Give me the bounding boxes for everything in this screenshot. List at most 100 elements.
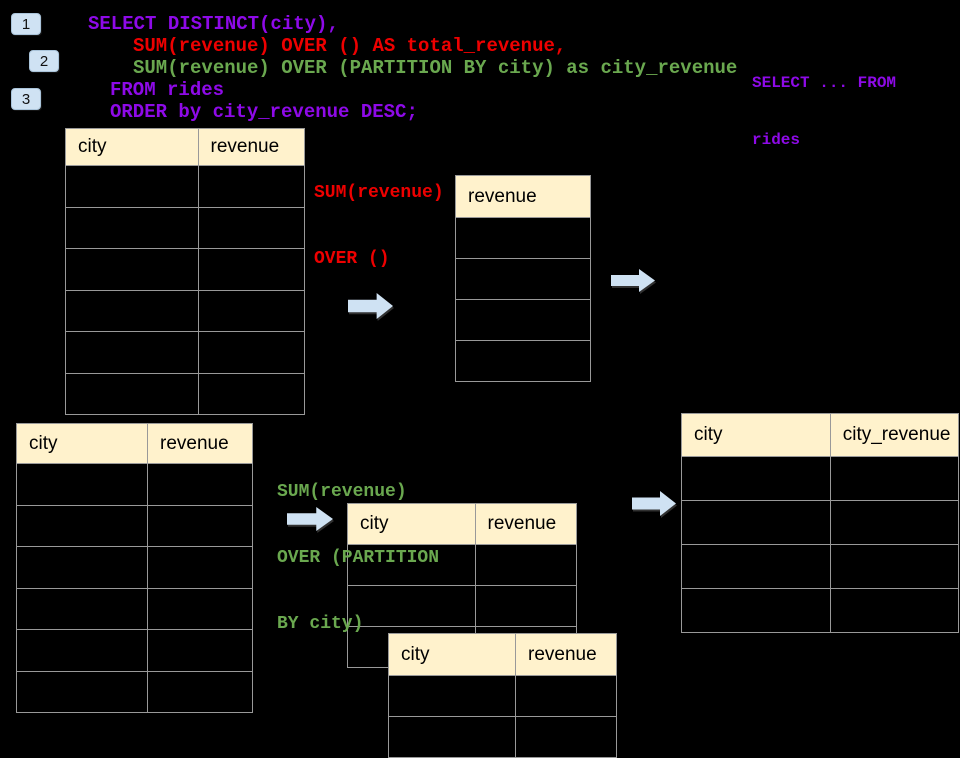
total-note-line2: OVER () xyxy=(314,249,390,269)
empty-cell xyxy=(65,331,199,374)
empty-cell xyxy=(681,544,831,589)
empty-cell xyxy=(197,206,305,249)
table-row xyxy=(347,585,577,627)
empty-cell xyxy=(65,372,199,415)
table-row xyxy=(65,289,305,332)
empty-cell xyxy=(147,546,253,589)
table-row xyxy=(65,165,305,208)
empty-cell xyxy=(474,544,577,586)
partition-by-note: SUM(revenue) OVER (PARTITION BY city) xyxy=(277,437,439,657)
empty-cell xyxy=(16,629,148,672)
empty-cell xyxy=(474,585,577,627)
partition-note-line3: BY city) xyxy=(277,614,364,634)
empty-cell xyxy=(455,258,591,300)
table-row xyxy=(455,217,591,259)
table-row xyxy=(16,670,253,713)
empty-cell xyxy=(455,340,591,382)
empty-cell xyxy=(388,716,516,758)
empty-cell xyxy=(147,504,253,547)
from-note-line2: rides xyxy=(752,131,801,149)
table-row xyxy=(65,248,305,291)
empty-cell xyxy=(16,463,148,506)
column-header: city xyxy=(347,503,476,545)
column-header: revenue xyxy=(197,128,305,166)
empty-cell xyxy=(65,206,199,249)
empty-cell xyxy=(197,372,305,415)
column-header: city xyxy=(681,413,831,457)
empty-cell xyxy=(829,544,960,589)
empty-cell xyxy=(65,289,199,332)
table-row xyxy=(455,258,591,300)
empty-cell xyxy=(515,716,617,758)
column-header: city xyxy=(65,128,199,166)
table-row xyxy=(681,544,960,589)
step-badge-3: 3 xyxy=(11,88,41,110)
table-row xyxy=(16,463,253,506)
step-badge-2: 2 xyxy=(29,50,59,72)
table-row xyxy=(388,716,617,758)
empty-cell xyxy=(455,217,591,259)
partition-note-line1: SUM(revenue) xyxy=(277,482,407,502)
table-row xyxy=(681,456,960,501)
sql-line-select: SELECT DISTINCT(city), xyxy=(88,13,339,35)
table-row xyxy=(455,340,591,382)
total-note-line1: SUM(revenue) xyxy=(314,183,444,203)
empty-cell xyxy=(147,629,253,672)
empty-cell xyxy=(829,588,960,633)
arrow-right-icon xyxy=(632,491,676,516)
slide-canvas: { "colors": { "background": "#000000", "… xyxy=(11,13,960,758)
empty-cell xyxy=(16,670,148,713)
table-row xyxy=(455,299,591,341)
table-row xyxy=(388,675,617,717)
empty-cell xyxy=(681,500,831,545)
table-row xyxy=(16,504,253,547)
table-row xyxy=(16,629,253,672)
table-row xyxy=(681,500,960,545)
empty-cell xyxy=(829,456,960,501)
arrow-right-icon xyxy=(287,507,333,531)
empty-cell xyxy=(16,587,148,630)
column-header: revenue xyxy=(474,503,577,545)
table-row xyxy=(16,587,253,630)
column-header: city xyxy=(16,423,148,464)
arrow-right-icon xyxy=(611,269,655,292)
total-revenue-note: SUM(revenue) OVER () xyxy=(314,138,444,292)
empty-cell xyxy=(681,588,831,633)
sql-line-from: FROM rides xyxy=(110,79,225,101)
empty-cell xyxy=(65,165,199,208)
empty-cell xyxy=(197,248,305,291)
total-revenue-result-table: revenue xyxy=(455,175,591,382)
empty-cell xyxy=(197,331,305,374)
column-header: city xyxy=(388,633,516,676)
column-header: revenue xyxy=(147,423,253,464)
column-header: revenue xyxy=(455,175,591,218)
arrow-right-icon xyxy=(348,293,393,319)
empty-cell xyxy=(515,675,617,717)
table-row xyxy=(16,546,253,589)
empty-cell xyxy=(147,670,253,713)
sql-line-partition: SUM(revenue) OVER (PARTITION BY city) as… xyxy=(133,57,738,79)
empty-cell xyxy=(455,299,591,341)
table-row xyxy=(681,588,960,633)
table-header-row: revenue xyxy=(455,175,591,218)
column-header: city_revenue xyxy=(829,413,960,457)
empty-cell xyxy=(197,289,305,332)
table-row xyxy=(65,206,305,249)
column-header: revenue xyxy=(515,633,617,676)
empty-cell xyxy=(147,587,253,630)
empty-cell xyxy=(681,456,831,501)
table-row xyxy=(65,331,305,374)
empty-cell xyxy=(388,675,516,717)
empty-cell xyxy=(16,504,148,547)
sql-line-total-revenue: SUM(revenue) OVER () AS total_revenue, xyxy=(133,35,567,57)
empty-cell xyxy=(197,165,305,208)
partition-note-line2: OVER (PARTITION xyxy=(277,548,440,568)
step-badge-1: 1 xyxy=(11,13,41,35)
